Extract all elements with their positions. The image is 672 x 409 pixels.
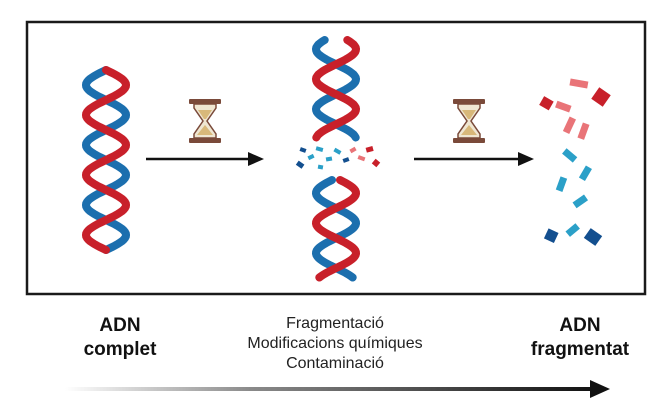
arrow-icon <box>146 152 264 166</box>
dna-strand-red <box>311 36 361 142</box>
label-line: ADN <box>559 315 601 336</box>
dna-strand-red <box>311 176 361 282</box>
process-fragmentation: Fragmentació <box>286 315 384 332</box>
label-fragmented-dna: ADN fragmentat <box>515 314 645 362</box>
dna-strand-blue <box>311 176 361 282</box>
process-chemical-modifications: Modificacions químiques <box>247 335 423 352</box>
dna-strand-blue <box>311 36 361 142</box>
hourglass-icon <box>189 99 221 143</box>
break-fragments <box>295 146 381 170</box>
partial-dna-helix-bottom <box>311 176 361 282</box>
label-complete-dna: ADN complet <box>55 314 185 362</box>
hourglass-icon <box>453 99 485 143</box>
label-line: complet <box>83 339 157 360</box>
timeline-arrow-icon <box>65 380 610 398</box>
label-line: ADN <box>99 315 141 336</box>
dna-strand-red <box>81 66 131 254</box>
complete-dna-helix <box>81 66 131 254</box>
label-processes: Fragmentació Modificacions químiques Con… <box>200 314 470 374</box>
process-contamination: Contaminació <box>286 355 384 372</box>
fragmented-dna <box>539 78 611 246</box>
partial-dna-helix-top <box>311 36 361 142</box>
arrow-icon <box>414 152 534 166</box>
label-line: fragmentat <box>530 339 630 360</box>
